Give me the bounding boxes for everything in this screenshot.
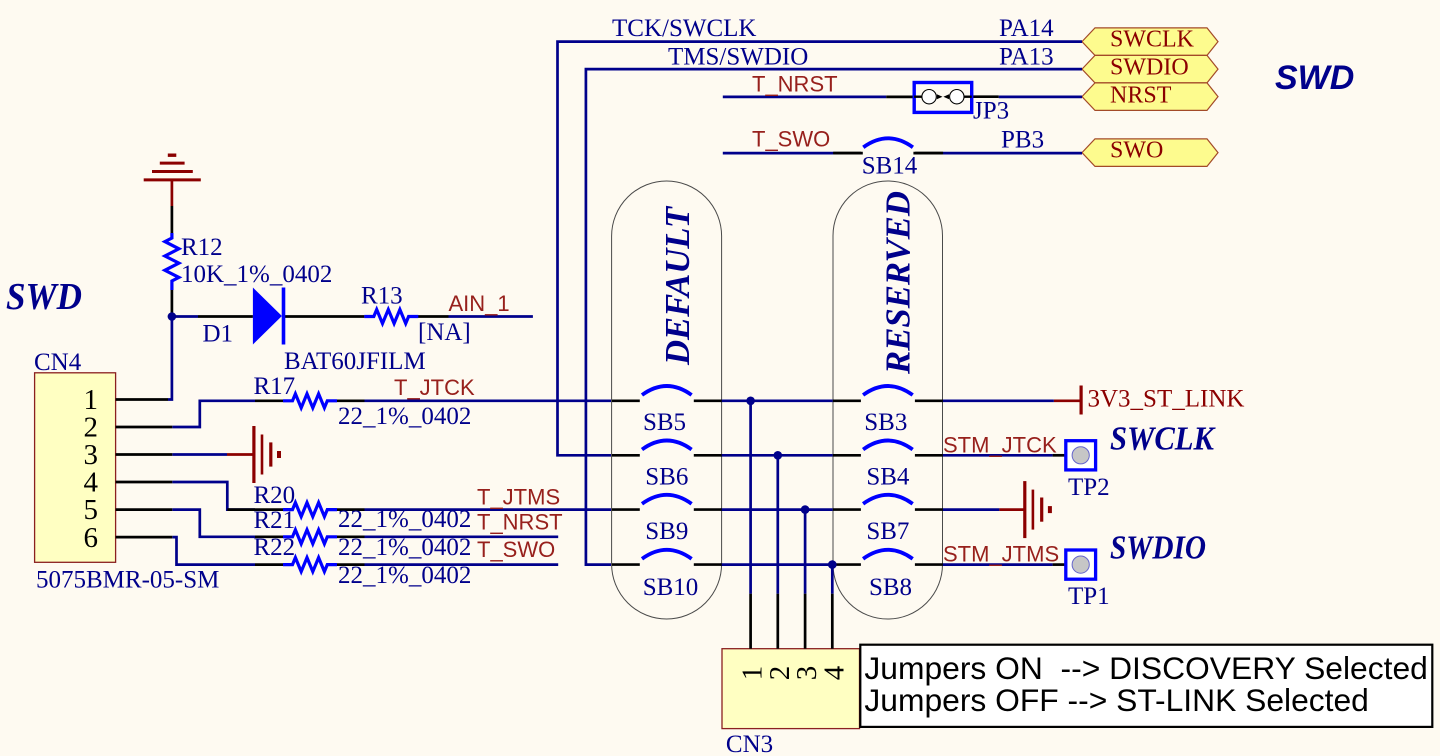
svg-text:22_1%_0402: 22_1%_0402 bbox=[338, 506, 471, 533]
svg-text:SB14: SB14 bbox=[862, 153, 918, 180]
svg-text:T_NRST: T_NRST bbox=[477, 509, 563, 534]
svg-text:SWCLK: SWCLK bbox=[1110, 421, 1216, 458]
svg-text:3: 3 bbox=[84, 439, 99, 471]
svg-text:R22: R22 bbox=[254, 534, 296, 561]
svg-text:SWDIO: SWDIO bbox=[1110, 55, 1189, 81]
svg-text:R13: R13 bbox=[361, 283, 403, 310]
svg-text:2: 2 bbox=[764, 666, 796, 681]
svg-text:PB3: PB3 bbox=[1001, 127, 1044, 154]
svg-text:R21: R21 bbox=[254, 507, 296, 534]
svg-text:[NA]: [NA] bbox=[418, 319, 471, 346]
svg-text:JP3: JP3 bbox=[973, 98, 1009, 125]
svg-text:3: 3 bbox=[791, 666, 823, 681]
svg-text:22_1%_0402: 22_1%_0402 bbox=[338, 403, 471, 430]
svg-text:Jumpers OFF --> ST-LINK Select: Jumpers OFF --> ST-LINK Selected bbox=[864, 682, 1368, 718]
svg-text:SWD: SWD bbox=[6, 276, 82, 318]
svg-text:SB4: SB4 bbox=[866, 464, 910, 491]
svg-text:T_JTCK: T_JTCK bbox=[394, 375, 475, 400]
svg-text:SWD: SWD bbox=[1275, 59, 1354, 97]
svg-text:4: 4 bbox=[84, 467, 99, 499]
svg-text:R20: R20 bbox=[254, 482, 296, 509]
svg-text:22_1%_0402: 22_1%_0402 bbox=[338, 562, 471, 589]
svg-text:SWDIO: SWDIO bbox=[1110, 530, 1206, 567]
svg-text:RESERVED: RESERVED bbox=[879, 191, 918, 375]
svg-text:TP2: TP2 bbox=[1068, 474, 1110, 501]
svg-text:SWCLK: SWCLK bbox=[1110, 27, 1195, 53]
svg-text:SB9: SB9 bbox=[645, 518, 688, 545]
svg-text:5: 5 bbox=[84, 494, 99, 526]
svg-text:T_SWO: T_SWO bbox=[752, 127, 830, 152]
svg-text:R17: R17 bbox=[254, 373, 296, 400]
svg-text:SB8: SB8 bbox=[869, 574, 912, 601]
svg-text:1: 1 bbox=[737, 666, 769, 681]
svg-text:T_NRST: T_NRST bbox=[752, 72, 838, 97]
svg-text:CN4: CN4 bbox=[34, 349, 82, 376]
svg-text:3V3_ST_LINK: 3V3_ST_LINK bbox=[1088, 386, 1245, 413]
svg-text:TCK/SWCLK: TCK/SWCLK bbox=[612, 15, 756, 42]
svg-text:DEFAULT: DEFAULT bbox=[658, 205, 697, 366]
svg-text:SWO: SWO bbox=[1110, 138, 1163, 164]
svg-text:SB7: SB7 bbox=[866, 518, 909, 545]
svg-text:PA13: PA13 bbox=[999, 44, 1054, 71]
svg-text:AIN_1: AIN_1 bbox=[449, 291, 510, 316]
svg-text:NRST: NRST bbox=[1110, 83, 1172, 109]
svg-text:PA14: PA14 bbox=[999, 15, 1054, 42]
svg-text:D1: D1 bbox=[203, 321, 234, 348]
svg-text:22_1%_0402: 22_1%_0402 bbox=[338, 534, 471, 561]
svg-text:2: 2 bbox=[84, 412, 99, 444]
svg-text:CN3: CN3 bbox=[726, 731, 773, 756]
svg-text:4: 4 bbox=[818, 665, 850, 680]
svg-text:6: 6 bbox=[84, 522, 99, 554]
svg-text:SB5: SB5 bbox=[643, 409, 686, 436]
svg-text:Jumpers ON --> DISCOVERY Sele: Jumpers ON --> DISCOVERY Selected bbox=[864, 650, 1427, 686]
svg-text:TMS/SWDIO: TMS/SWDIO bbox=[668, 44, 808, 71]
svg-text:5075BMR-05-SM: 5075BMR-05-SM bbox=[36, 567, 219, 594]
svg-text:T_SWO: T_SWO bbox=[477, 537, 555, 562]
svg-text:T_JTMS: T_JTMS bbox=[477, 484, 560, 509]
svg-text:BAT60JFILM: BAT60JFILM bbox=[284, 348, 426, 375]
svg-text:R12: R12 bbox=[181, 234, 223, 261]
svg-text:1: 1 bbox=[84, 384, 99, 416]
svg-text:SB3: SB3 bbox=[864, 409, 907, 436]
svg-text:TP1: TP1 bbox=[1068, 583, 1110, 610]
svg-text:STM_JTCK: STM_JTCK bbox=[943, 432, 1057, 457]
svg-text:10K_1%_0402: 10K_1%_0402 bbox=[181, 261, 332, 288]
svg-text:SB6: SB6 bbox=[645, 464, 688, 491]
svg-text:SB10: SB10 bbox=[643, 574, 699, 601]
svg-text:STM_JTMS: STM_JTMS bbox=[943, 542, 1059, 567]
